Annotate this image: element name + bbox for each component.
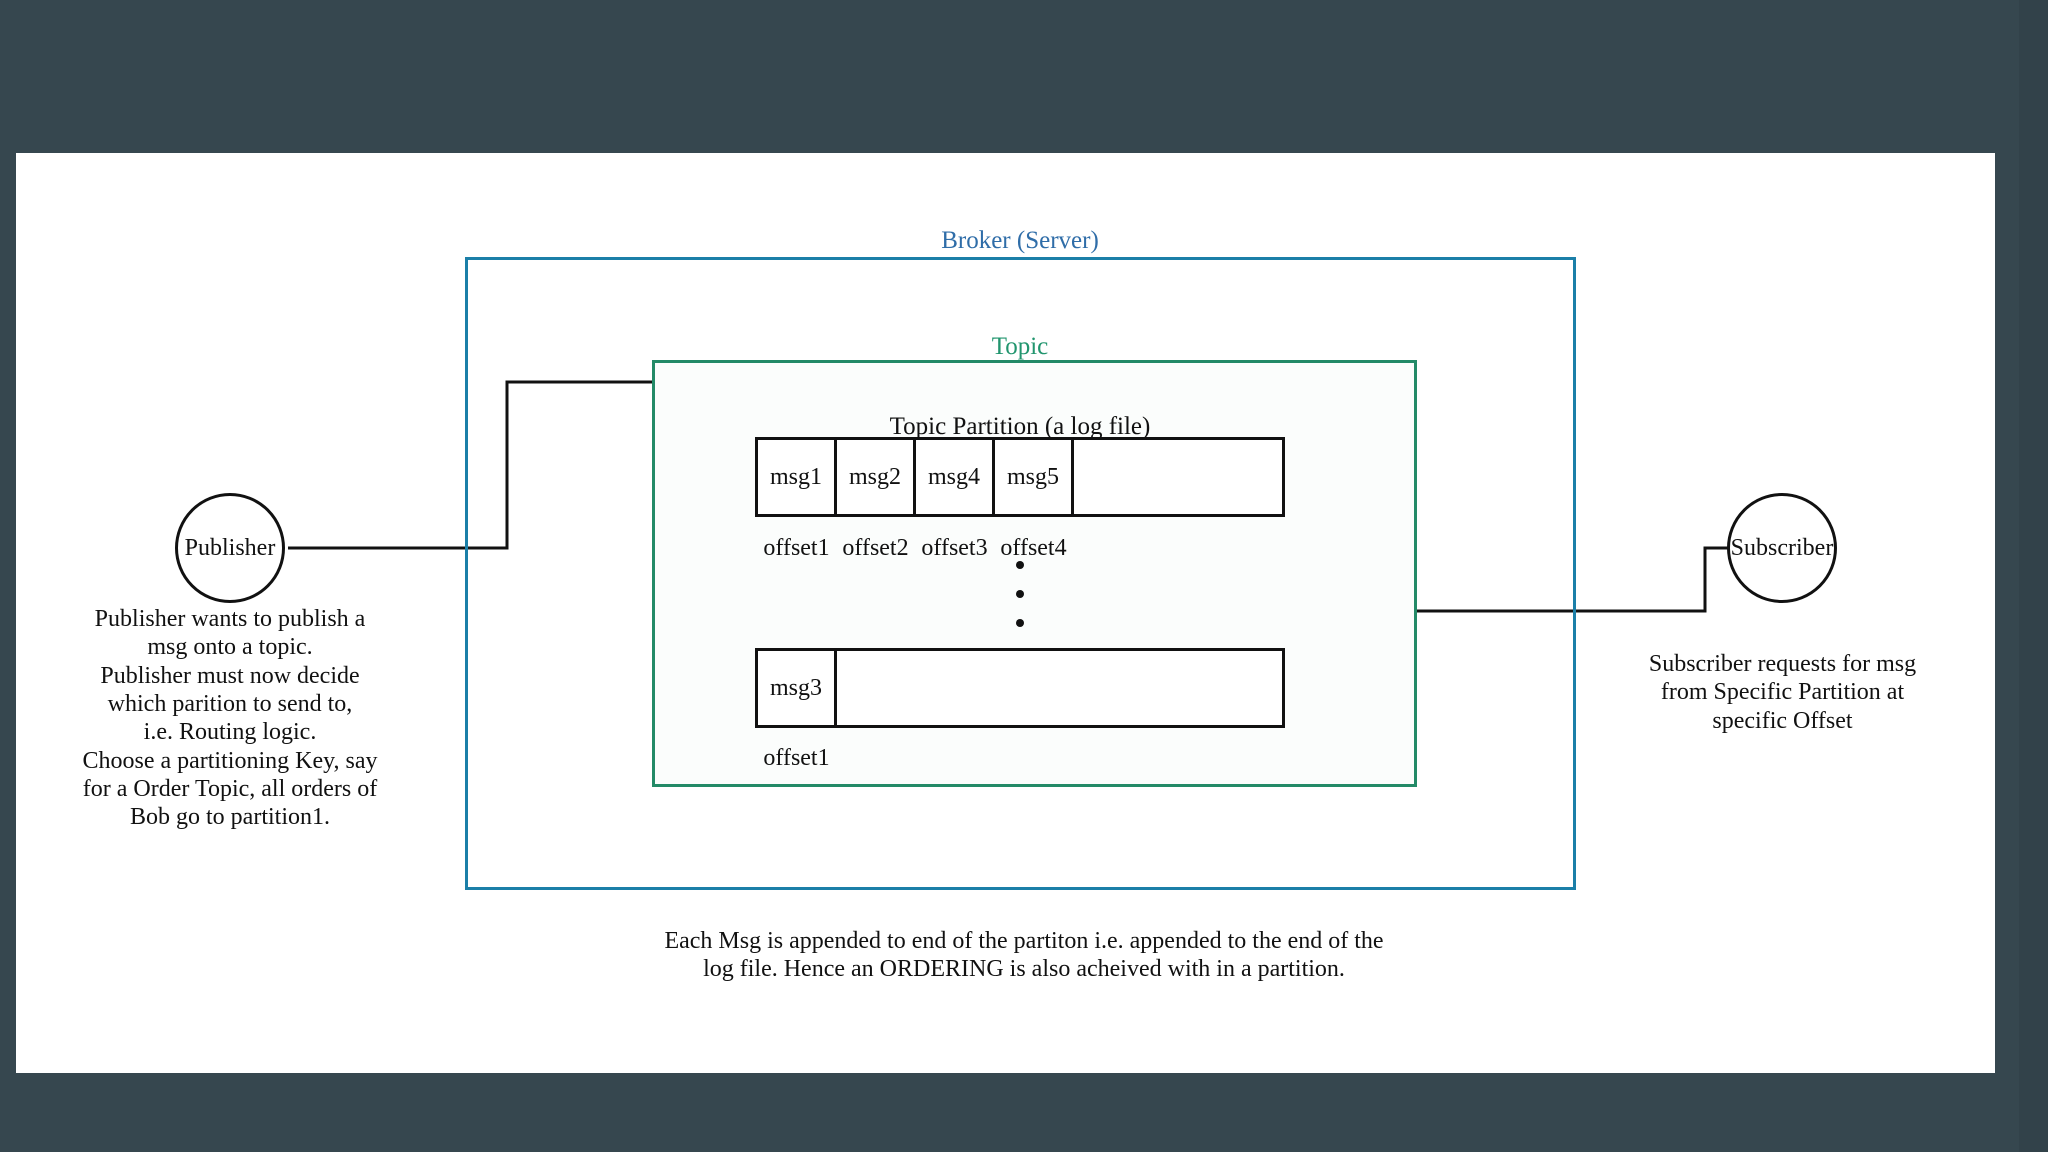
offset-label: offset3 [921,535,988,561]
broker-container [465,257,1576,890]
subscriber-note: Subscriber requests for msg from Specifi… [1648,651,1917,734]
publisher-label: Publisher [184,534,276,561]
partition-row: msg1 msg2 msg4 msg5 [755,437,1285,517]
footer-note: Each Msg is appended to end of the parti… [664,928,1384,983]
offset-labels-row: offset1 [757,745,836,772]
offset-labels-row: offset1 offset2 offset3 offset4 [757,535,1073,562]
offset-label: offset2 [842,535,909,561]
partition-cell: msg4 [916,440,995,514]
topic-label: Topic [991,333,1049,360]
broker-label: Broker (Server) [941,227,1099,254]
partition-cell-empty [837,651,1282,725]
partition-cell-empty [1074,440,1282,514]
offset-label: offset1 [763,745,830,771]
partition-cell: msg2 [837,440,916,514]
offset-label: offset1 [763,535,830,561]
partition-title: Topic Partition (a log file) [889,413,1151,440]
publisher-note: Publisher wants to publish a msg onto a … [82,606,378,831]
offset-label: offset4 [1000,535,1067,561]
vertical-ellipsis-icon [1016,561,1024,627]
subscriber-label: Subscriber [1730,534,1834,561]
partition-cell: msg3 [758,651,837,725]
partition-cell: msg5 [995,440,1074,514]
publisher-node: Publisher [175,493,285,603]
subscriber-node: Subscriber [1727,493,1837,603]
background-edge-strip [2019,0,2048,1152]
partition-cell: msg1 [758,440,837,514]
partition-row: msg3 [755,648,1285,728]
